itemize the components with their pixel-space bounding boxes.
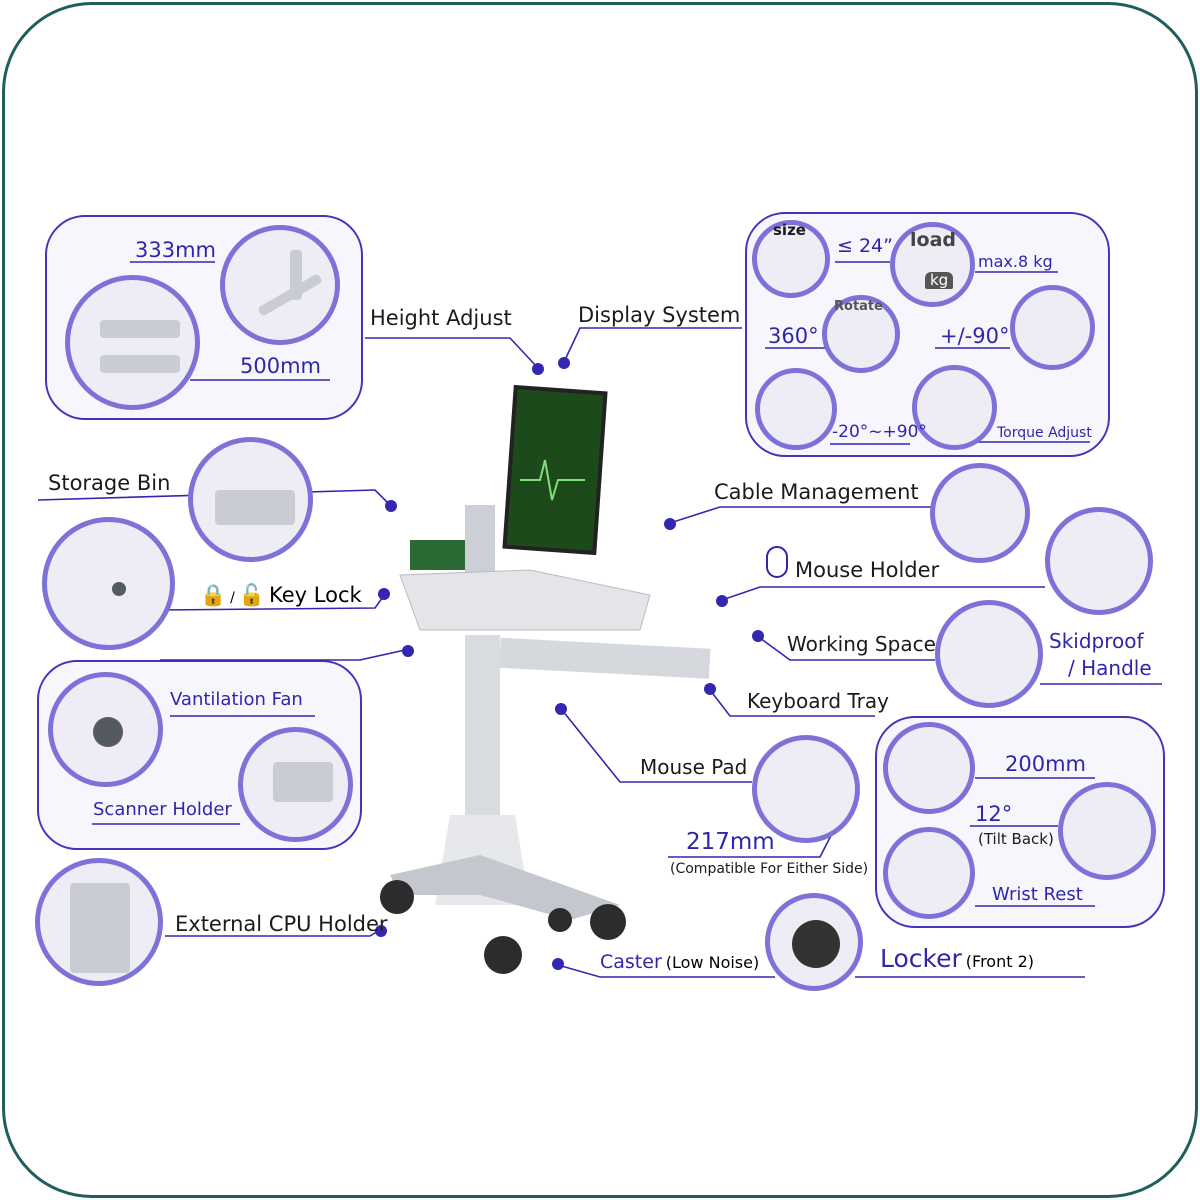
- wrist-rest-label: Wrist Rest: [992, 884, 1083, 905]
- rotate-icon-circle: [822, 295, 900, 373]
- cable-management-label: Cable Management: [714, 480, 919, 504]
- locker-caster-image: [765, 893, 863, 991]
- callout-dot: [532, 363, 544, 375]
- callout-dot: [752, 630, 764, 642]
- storage-bin-image: [188, 437, 313, 562]
- keyboard-tray-label: Keyboard Tray: [747, 689, 889, 713]
- low-noise-label: (Low Noise): [665, 953, 760, 972]
- storage-bin-label: Storage Bin: [48, 471, 171, 495]
- load-value: max.8 kg: [978, 252, 1053, 271]
- key-lock-label: Key Lock: [269, 583, 362, 607]
- caster-group: Caster (Low Noise): [600, 951, 760, 974]
- wrist-rest-image: [883, 827, 975, 919]
- handle-label: / Handle: [1068, 656, 1152, 680]
- mouse-holder-label: Mouse Holder: [795, 558, 940, 582]
- tray-tilt-image: [1058, 782, 1156, 880]
- caster-label: Caster: [600, 951, 662, 973]
- lock-icon: 🔒: [200, 583, 227, 607]
- key-lock-group: 🔒 / 🔓 Key Lock: [200, 583, 362, 607]
- front-2-label: (Front 2): [965, 952, 1034, 971]
- medical-cart-image: [380, 385, 711, 974]
- mouse-holder-image: [1045, 507, 1153, 615]
- height-500-label: 500mm: [240, 354, 321, 378]
- tilt-value: -20°~+90°: [832, 422, 927, 442]
- mouse-pad-217-label: 217mm: [686, 829, 775, 855]
- lock-separator: /: [230, 590, 235, 606]
- size-word: size: [773, 221, 806, 239]
- display-system-label: Display System: [578, 303, 741, 327]
- compatible-note: (Compatible For Either Side): [670, 861, 869, 877]
- callout-dot: [552, 958, 564, 970]
- unlock-icon: 🔓: [238, 583, 266, 607]
- swivel-image: [1010, 285, 1095, 370]
- tilt-12-label: 12°: [975, 802, 1013, 826]
- callout-dot: [704, 683, 716, 695]
- fan-image: [48, 672, 163, 787]
- locker-label: Locker: [880, 944, 962, 973]
- callout-dot: [716, 595, 728, 607]
- height-arm-image: [220, 225, 340, 345]
- load-word: load: [910, 229, 956, 251]
- mouse-pad-label: Mouse Pad: [640, 755, 748, 779]
- tray-slide-image: [883, 722, 975, 814]
- tray-200-label: 200mm: [1005, 752, 1086, 776]
- tilt-image: [755, 368, 837, 450]
- cpu-holder-image: [35, 858, 163, 986]
- cpu-holder-label: External CPU Holder: [175, 912, 388, 936]
- size-icon-circle: [752, 220, 830, 298]
- skidproof-image: [935, 600, 1043, 708]
- cable-mgmt-image: [930, 463, 1030, 563]
- callout-dot: [378, 588, 390, 600]
- vent-fan-label: Vantilation Fan: [170, 689, 303, 710]
- scanner-holder-label: Scanner Holder: [93, 799, 232, 820]
- callout-dot: [402, 645, 414, 657]
- torque-image: [912, 365, 997, 450]
- size-value: ≤ 24”: [837, 235, 893, 257]
- mouse-icon: [766, 546, 788, 578]
- working-space-label: Working Space: [787, 632, 936, 656]
- callout-dot: [385, 500, 397, 512]
- callout-dot: [664, 518, 676, 530]
- key-lock-image: [42, 517, 175, 650]
- torque-adjust-label: Torque Adjust: [997, 425, 1092, 441]
- locker-group: Locker (Front 2): [880, 944, 1034, 974]
- bin-height-image: [65, 275, 200, 410]
- load-icon-circle: [890, 222, 975, 307]
- rotate-word: Rotate: [834, 299, 883, 314]
- scanner-holder-image: [238, 727, 353, 842]
- callout-dot: [375, 925, 387, 937]
- monitor: [502, 385, 608, 556]
- swivel-value: +/-90°: [940, 324, 1010, 348]
- skidproof-label: Skidproof: [1049, 629, 1144, 653]
- height-adjust-label: Height Adjust: [370, 306, 512, 330]
- callout-dot: [555, 703, 567, 715]
- mouse-pad-image: [752, 735, 860, 843]
- height-333-label: 333mm: [135, 238, 216, 262]
- kg-weight-icon: kg: [925, 271, 954, 290]
- callout-dot: [558, 357, 570, 369]
- rotate-value: 360°: [768, 324, 819, 348]
- tilt-back-label: (Tilt Back): [978, 830, 1054, 848]
